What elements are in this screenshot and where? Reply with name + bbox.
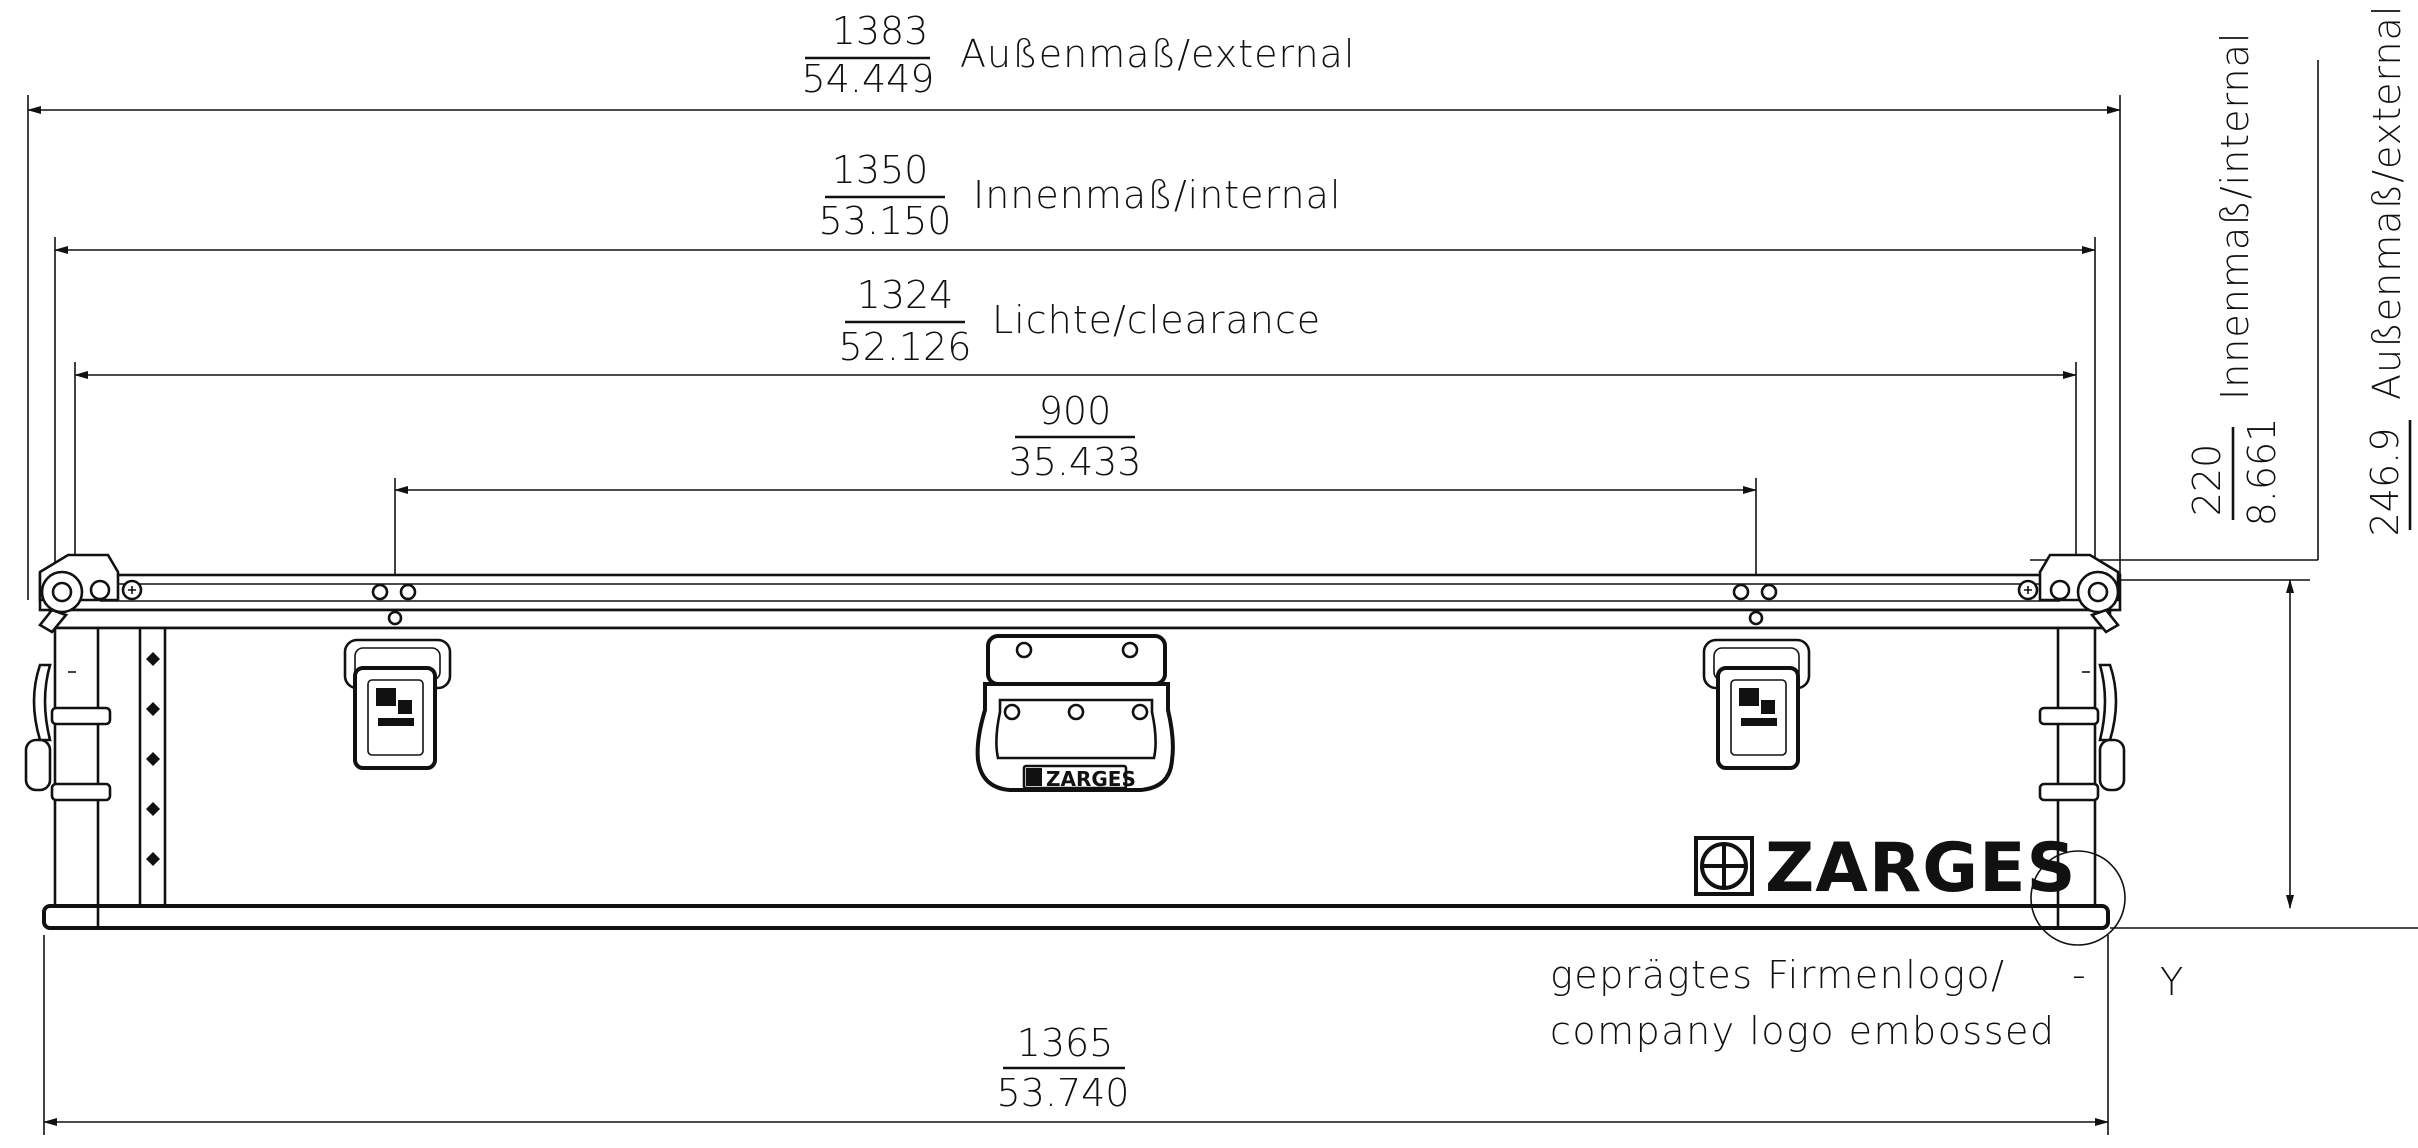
dim-mm-value: 1350 — [832, 148, 929, 192]
logo-text: ZARGES — [1765, 829, 2077, 908]
dim-label: Außenmaß/external — [960, 32, 1355, 76]
left-latch — [343, 638, 452, 770]
detail-label: Y — [2160, 960, 2183, 1004]
detail-circle — [2030, 850, 2126, 946]
handle-logo-mark — [1026, 768, 1042, 786]
dim-mm-value: 1324 — [857, 273, 954, 317]
dimension-internal-height: 220 8.661 Innenmaß/internal — [2080, 32, 2310, 909]
left-corner-fitting — [38, 553, 143, 634]
dim-label: Innenmaß/internal — [2213, 32, 2257, 400]
dimension-bottom-width: 1365 53.740 — [43, 935, 2109, 1135]
dim-vertical-text: 8.661 — [2240, 418, 2284, 527]
dim-vertical-text: 246.9 — [2363, 428, 2407, 537]
dimension-latch-spacing: 900 35.433 — [394, 389, 1757, 620]
lid-edge — [48, 608, 2112, 630]
dim-label: Außenmaß/external — [2365, 5, 2409, 400]
note-line-2: company logo embossed — [1550, 1009, 2056, 1053]
zarges-logo: ZARGES — [1694, 829, 2077, 908]
right-latch — [1702, 638, 1811, 770]
right-corner-fitting — [2017, 553, 2120, 634]
detail-callout: Y - — [2030, 850, 2183, 1004]
detail-marker: - — [2072, 953, 2086, 997]
dim-label: Innenmaß/internal — [973, 173, 1341, 217]
dim-inch-value: 53.150 — [819, 199, 952, 243]
rail-rivets — [371, 583, 1778, 626]
dim-inch-value: 53.740 — [997, 1071, 1130, 1115]
dim-mm-value: 246.9 — [2363, 428, 2407, 537]
dim-vertical-text: Außenmaß/external — [2365, 5, 2409, 400]
dim-mm-value: 1365 — [1017, 1021, 1114, 1065]
lid-rail — [38, 573, 2122, 612]
dimension-external-width: 1383 54.449 Außenmaß/external — [27, 9, 2121, 600]
dim-label: Lichte/clearance — [992, 298, 1321, 342]
dim-inch-value: 52.126 — [839, 325, 972, 369]
dim-mm-value: 900 — [1039, 389, 1112, 433]
dim-mm-value: 1383 — [832, 9, 929, 53]
dim-inch-value: 54.449 — [802, 57, 935, 101]
case-bottom — [42, 904, 2110, 930]
dim-vertical-text: Innenmaß/internal — [2213, 32, 2257, 400]
dimension-internal-width: 1350 53.150 Innenmaß/internal — [54, 148, 2096, 600]
dim-mm-value: 220 — [2185, 444, 2229, 517]
dim-vertical-text: 220 — [2185, 444, 2229, 517]
logo-mark-cross — [1702, 844, 1746, 888]
dimension-external-height: 246.9 Außenmaß/external — [2030, 5, 2418, 929]
dim-inch-value: 35.433 — [1009, 440, 1142, 484]
post-rivets — [146, 652, 160, 866]
embossed-logo-note: geprägtes Firmenlogo/ company logo embos… — [1550, 953, 2056, 1053]
right-side-handle — [2038, 663, 2126, 802]
note-line-1: geprägtes Firmenlogo/ — [1550, 953, 2005, 997]
dimension-clearance-width: 1324 52.126 Lichte/clearance — [74, 273, 2077, 640]
carry-handle: ZARGES — [975, 634, 1175, 792]
handle-logo-text: ZARGES — [1046, 767, 1136, 791]
left-side-handle — [24, 663, 112, 802]
dim-inch-value: 8.661 — [2240, 418, 2284, 527]
